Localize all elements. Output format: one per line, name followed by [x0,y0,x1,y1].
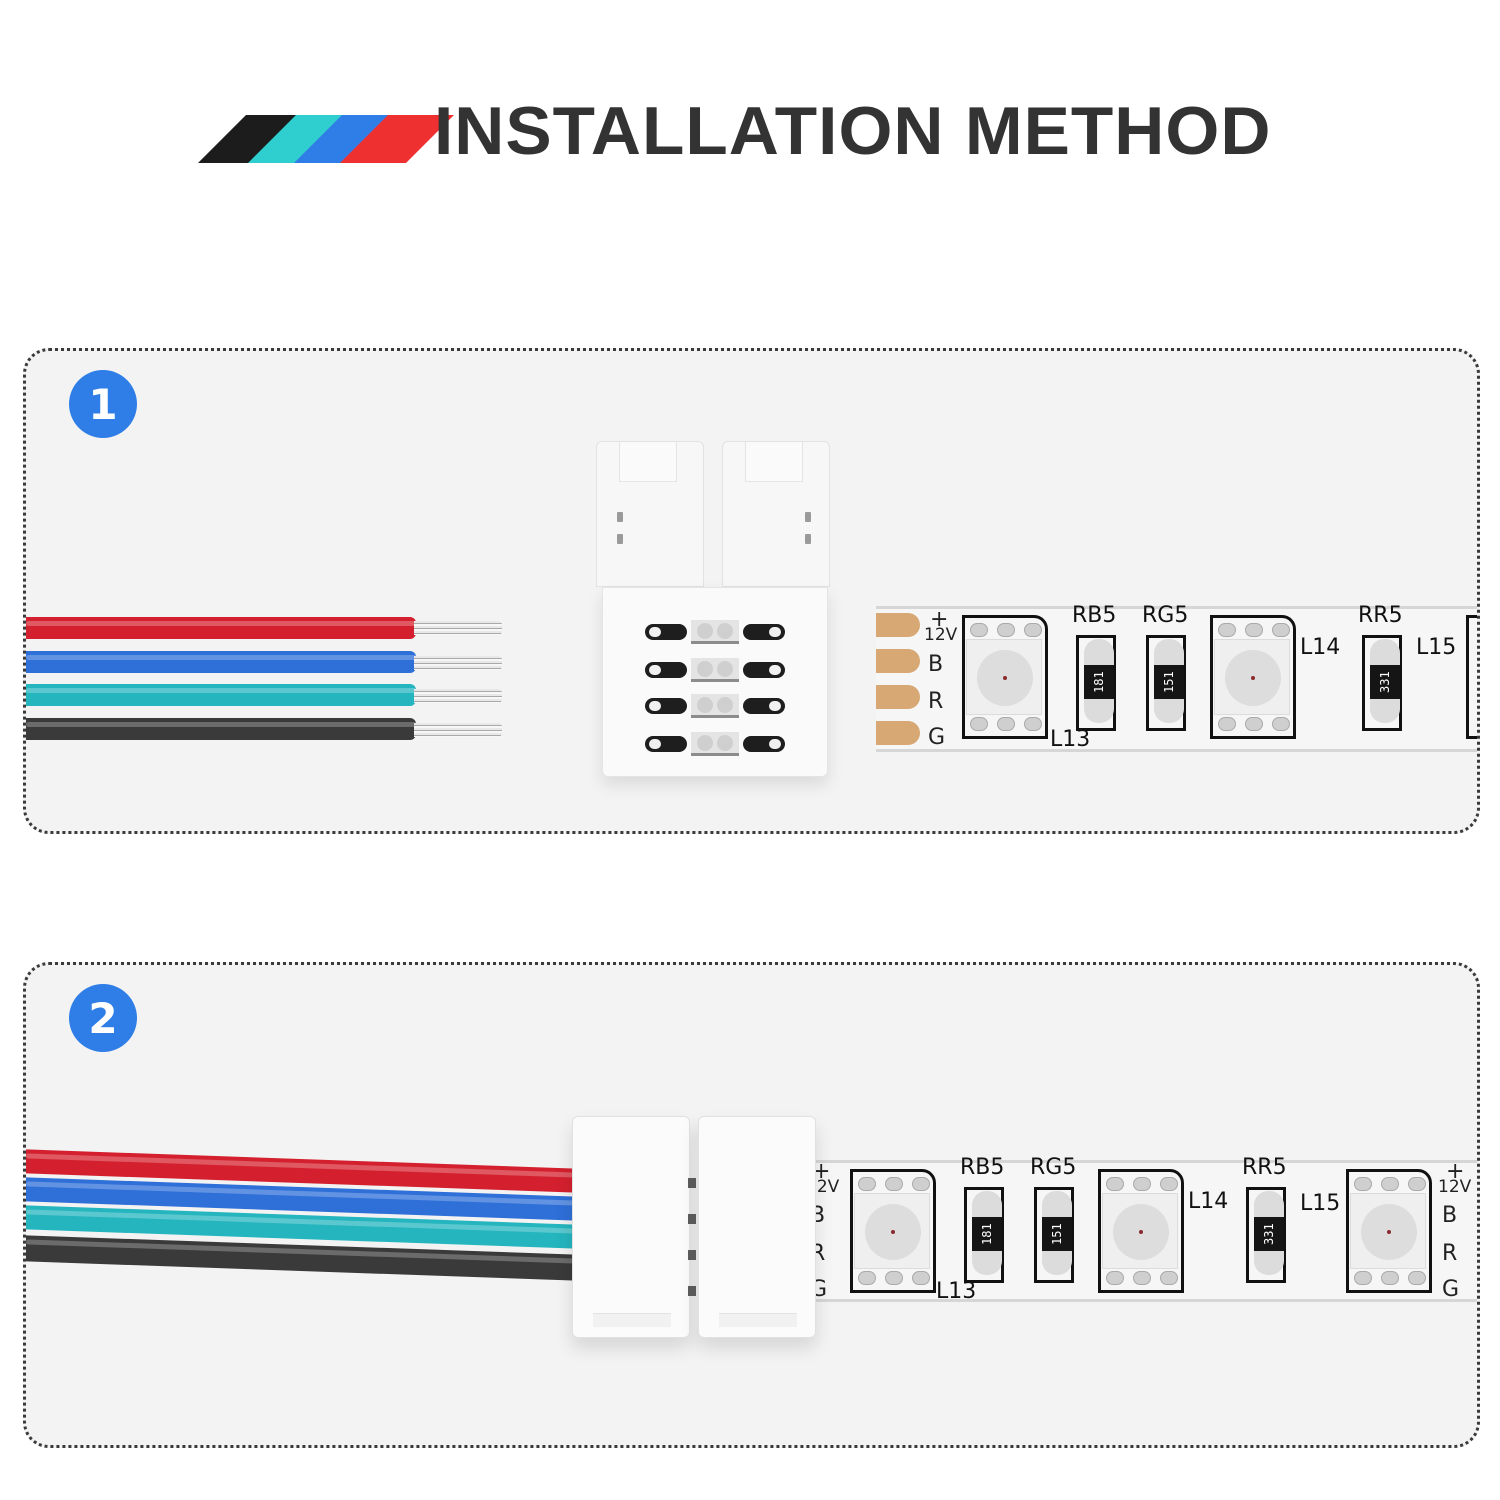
teal-wire-strands [414,689,502,703]
resistor-frame [1034,1187,1074,1283]
contact-pin [688,1214,696,1224]
silk-rg5: RG5 [1030,1155,1077,1180]
step-1-panel: 1 + 1 [23,348,1480,834]
open-strip-connector [596,441,832,779]
blue-wire-strands [414,656,502,670]
black-wire [26,718,416,740]
pin-label-b-end: B [1442,1203,1458,1228]
contact-row [645,620,785,644]
led-outline [850,1169,936,1293]
black-wire-strands [414,723,502,737]
led-outline [962,615,1048,739]
contact-pin [688,1286,696,1296]
red-wire-strands [414,621,502,635]
led-outline [1346,1169,1432,1293]
resistor-frame [1076,635,1116,731]
pin-label-r-end: R [1442,1241,1458,1266]
red-wire [26,617,416,639]
pin-label-plus: + [930,607,949,632]
pin-label-r: R [928,689,944,714]
resistor-rb5: 181 [972,1191,1002,1275]
led-strip: + 12V B R G L13 RB5 181 RG5 151 L14 RR5 … [806,1155,1477,1304]
teal-wire [26,684,416,706]
led-strip: + 12V B R G L13 RB5 181 RG5 151 L14 RR5 … [876,603,1477,752]
contact-row [645,658,785,682]
page-header: INSTALLATION METHOD [198,97,1270,165]
silk-l13: L13 [936,1279,977,1304]
connector-base [602,587,828,777]
closed-strip-connector [572,1116,818,1342]
resistor-rr5: 331 [1370,639,1400,723]
connector-half-left [572,1116,690,1338]
resistor-rg5: 151 [1042,1191,1072,1275]
silk-rb5: RB5 [1072,603,1117,628]
copper-pad-b [876,649,920,673]
resistor-rr5: 331 [1254,1191,1284,1275]
blue-wire [26,651,416,673]
step-1-badge: 1 [69,370,137,438]
pin-label-plus-end: + [1446,1159,1465,1184]
silk-l15: L15 [1300,1191,1341,1216]
resistor-frame [1246,1187,1286,1283]
silk-rb5: RB5 [960,1155,1005,1180]
pin-label-g-end: G [1442,1277,1460,1302]
silk-rg5: RG5 [1142,603,1189,628]
silk-l14: L14 [1188,1189,1229,1214]
contact-pin [688,1250,696,1260]
resistor-rb5: 181 [1084,639,1114,723]
rgb-led-chip-l15 [1350,1193,1426,1269]
resistor-frame [964,1187,1004,1283]
connector-half-right [698,1116,816,1338]
pin-label-g: G [928,725,946,750]
copper-pad-g [876,721,920,745]
rgb-led-chip-l14 [1102,1193,1178,1269]
pin-label-b: B [928,652,944,677]
led-outline [1098,1169,1184,1293]
led-outline [1210,615,1296,739]
silk-rr5: RR5 [1358,603,1403,628]
color-stripes-logo-icon [198,107,454,163]
resistor-frame [1146,635,1186,731]
silk-rr5: RR5 [1242,1155,1287,1180]
step-2-panel: 2 + 12V B R G L13 RB5 181 RG5 151 L14 RR… [23,962,1480,1448]
connector-lid-right [722,441,830,587]
silk-l15: L15 [1416,635,1457,660]
copper-pad-plus [876,613,920,637]
step-2-badge: 2 [69,984,137,1052]
copper-pad-r [876,685,920,709]
led-outline [1466,615,1477,739]
pin-label-plus: + [812,1159,831,1184]
resistor-rg5: 151 [1154,639,1184,723]
rgb-led-chip-l13 [966,639,1042,715]
contact-row [645,732,785,756]
connector-lid-left [596,441,704,587]
contact-pin [688,1178,696,1188]
contact-row [645,694,785,718]
rgb-led-chip-l13 [854,1193,930,1269]
resistor-frame [1362,635,1402,731]
silk-l14: L14 [1300,635,1341,660]
pin-label-12v-end: 12V [1438,1177,1472,1197]
rgb-led-chip-l14 [1214,639,1290,715]
page-title: INSTALLATION METHOD [434,93,1272,169]
silk-l13: L13 [1050,727,1091,752]
pin-label-12v: 12V [924,625,958,645]
